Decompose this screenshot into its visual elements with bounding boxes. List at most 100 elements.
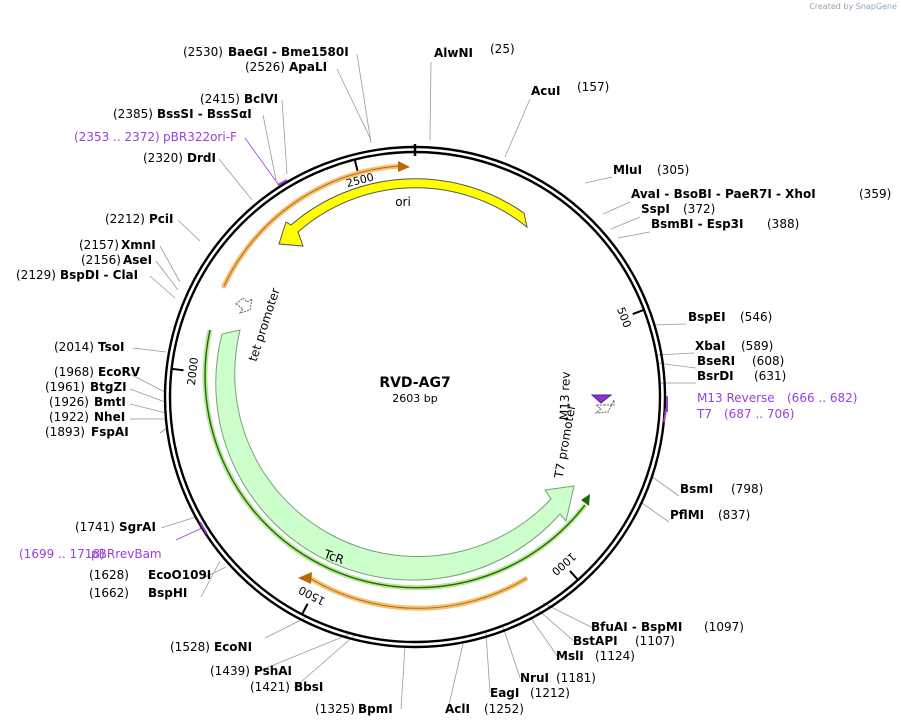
enzyme-pos-bsmi-10: (798)	[731, 482, 763, 496]
tick-2500	[353, 160, 359, 172]
leader-sgrai-24	[160, 516, 197, 529]
enzyme-name-bsssi-36: BssSI - BssSαI	[157, 107, 252, 121]
leader-acli-17	[447, 643, 464, 710]
enzyme-pos-bmti-27: (1926)	[49, 395, 89, 409]
leader-bspdi-31	[149, 275, 176, 299]
tcr-orf-arc-line	[204, 329, 586, 589]
enzyme-pos-alwni-0: (25)	[490, 42, 515, 56]
leader-bmti-27	[129, 403, 167, 414]
enzyme-name-eagi-16: EagI	[490, 686, 519, 700]
leader-bstapi-13	[536, 608, 576, 643]
enzyme-pos-bsmbi-5: (388)	[767, 217, 799, 231]
enzyme-name-asei-32: AseI	[123, 253, 152, 267]
leader-tsoi-30	[132, 347, 167, 353]
enzyme-pos-eagi-16: (1212)	[530, 686, 570, 700]
enzyme-name-ecorv-29: EcoRV	[98, 365, 141, 379]
enzyme-name-xmni-33: XmnI	[121, 238, 156, 252]
leader-asei-32	[155, 260, 179, 291]
enzyme-pos-xmni-33: (2157)	[79, 238, 119, 252]
leader-mlui-2	[584, 176, 613, 184]
enzyme-name-baegi-39: BaeGI - Bme1580I	[228, 45, 349, 59]
enzyme-name-btgzi-28: BtgZI	[90, 380, 127, 394]
enzyme-name-sgrai-24: SgrAI	[119, 520, 156, 534]
enzyme-name-bspdi-31: BspDI - ClaI	[60, 268, 138, 282]
ori-feature	[278, 178, 528, 247]
enzyme-name-alwni-0: AlwNI	[434, 46, 473, 60]
leader-bclvi-37	[281, 99, 288, 175]
enzyme-pos-bclvi-37: (2415)	[200, 92, 240, 106]
enzyme-name-acui-1: AcuI	[531, 84, 560, 98]
tick-1000	[569, 570, 579, 580]
leader-bsmbi-5	[617, 231, 651, 239]
primer-name-pbrrevbam: pBRrevBam	[91, 547, 162, 561]
primer-name-m13-reverse: M13 Reverse	[697, 391, 775, 405]
primer-range-m13-reverse: (666 .. 682)	[787, 391, 857, 405]
tcr-feature	[215, 329, 575, 581]
enzyme-name-bsphi-23: BspHI	[148, 586, 187, 600]
leader-pbrrevbam	[175, 527, 203, 541]
tcr-orf-arc	[202, 329, 587, 591]
leader-msli-14	[529, 616, 559, 658]
enzyme-pos-nrui-15: (1181)	[556, 671, 596, 685]
enzyme-pos-fspai-25: (1893)	[45, 425, 85, 439]
leader-bspei-6	[651, 323, 687, 326]
enzyme-pos-avai-3: (359)	[859, 187, 891, 201]
m13rev-arrow	[590, 394, 613, 404]
enzyme-name-sspi-4: SspI	[641, 202, 670, 216]
enzyme-pos-acli-17: (1252)	[484, 702, 524, 716]
m13rev-label: M13 rev	[557, 371, 573, 420]
tet-promoter-arrow	[235, 297, 253, 314]
orf-arc-bottom-line	[307, 576, 528, 609]
enzyme-name-nhei-26: NheI	[94, 410, 125, 424]
enzyme-name-bmti-27: BmtI	[94, 395, 126, 409]
enzyme-name-bclvi-37: BclVI	[244, 92, 278, 106]
leader-drdi-35	[218, 158, 253, 201]
t7-promoter-arrow	[594, 399, 615, 414]
enzyme-name-bspei-6: BspEI	[688, 310, 726, 324]
enzyme-pos-ecoo109i-22: (1628)	[89, 568, 129, 582]
leader-xmni-33	[159, 245, 181, 283]
primer-name-t7: T7	[696, 407, 712, 421]
enzyme-name-pcii-34: PciI	[149, 212, 174, 226]
ori-label: ori	[395, 195, 411, 209]
orf-arc-top-line	[223, 165, 401, 287]
enzyme-name-bfuai-12: BfuAI - BspMI	[591, 620, 682, 634]
leader-econi-21	[264, 617, 306, 639]
enzyme-pos-baegi-39: (2530)	[183, 45, 223, 59]
enzyme-pos-asei-32: (2156)	[81, 253, 121, 267]
enzyme-name-bsmi-10: BsmI	[680, 482, 713, 496]
leader-bpmi-18	[400, 645, 406, 710]
tick-label-1000: 1000	[549, 550, 579, 578]
enzyme-labels: AlwNI(25)AcuI(157)MluI(305)AvaI - BsoBI …	[16, 42, 891, 716]
leader-bsssi-36	[262, 114, 277, 181]
enzyme-pos-bseri-8: (608)	[752, 354, 784, 368]
leader-nrui-15	[502, 626, 521, 679]
enzyme-pos-pflmi-11: (837)	[718, 508, 750, 522]
enzyme-name-pflmi-11: PflMI	[670, 508, 704, 522]
snapgene-credit: Created by SnapGene	[809, 2, 897, 11]
orf-arrowhead-top	[398, 161, 410, 172]
leader-pflmi-11	[641, 502, 670, 523]
enzyme-pos-sspi-4: (372)	[683, 202, 715, 216]
enzyme-name-bseri-8: BseRI	[697, 354, 735, 368]
primer-bar-pbr322ori-f	[277, 179, 288, 186]
enzyme-pos-drdi-35: (2320)	[143, 151, 183, 165]
enzyme-name-bbsi-19: BbsI	[294, 680, 323, 694]
tcr-label: TcR	[321, 547, 346, 567]
tet-promoter-label: tet promoter	[246, 286, 283, 363]
enzyme-pos-xbai-7: (589)	[741, 339, 773, 353]
enzyme-name-bpmi-18: BpmI	[358, 702, 393, 716]
leader-ecorv-29	[129, 373, 166, 393]
tick-1500	[301, 603, 309, 614]
plasmid-size: 2603 bp	[392, 392, 437, 405]
enzyme-name-mlui-2: MluI	[613, 163, 642, 177]
enzyme-name-nrui-15: NruI	[520, 671, 549, 685]
credit-prefix: Created by	[809, 2, 854, 11]
enzyme-pos-sgrai-24: (1741)	[75, 520, 115, 534]
enzyme-pos-acui-1: (157)	[577, 80, 609, 94]
enzyme-name-avai-3: AvaI - BsoBI - PaeR7I - XhoI	[631, 187, 816, 201]
tick-label-500: 500	[614, 305, 634, 329]
enzyme-pos-econi-21: (1528)	[170, 640, 210, 654]
enzyme-pos-bpmi-18: (1325)	[315, 702, 355, 716]
